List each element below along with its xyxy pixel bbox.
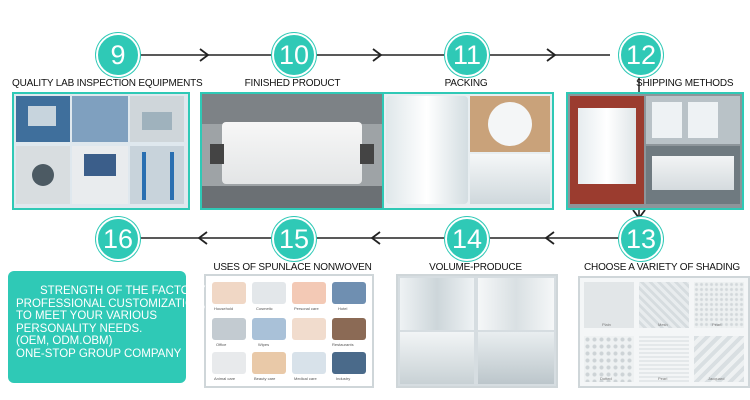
shading-caption-jacquard: Jacquard bbox=[708, 376, 725, 381]
step-circle-9: 9 bbox=[96, 33, 140, 77]
use-tile-wipes bbox=[252, 318, 286, 340]
label-shipping-methods: SHIPPING METHODS bbox=[636, 78, 734, 89]
use-tile-animal-care bbox=[212, 352, 246, 374]
step-circle-13: 13 bbox=[619, 217, 663, 261]
nonwoven-roll bbox=[222, 122, 362, 184]
lab-tester-3 bbox=[130, 146, 184, 204]
shading-tile-dotted bbox=[584, 336, 634, 382]
factory-floor bbox=[202, 186, 384, 208]
arrow-left-icon bbox=[544, 231, 555, 245]
use-tile-personal-care bbox=[292, 282, 326, 304]
label-finished-product: FINISHED PRODUCT bbox=[244, 78, 341, 89]
info-line-4: PERSONALITY NEEDS. bbox=[16, 322, 143, 335]
photo-finished-product bbox=[200, 92, 386, 210]
shading-caption-dotted: Dotted bbox=[600, 376, 612, 381]
warehouse-roll-a bbox=[652, 102, 682, 138]
label-packing: PACKING bbox=[444, 78, 488, 89]
warehouse-roll-b bbox=[688, 102, 718, 138]
shading-caption-pearl: Pearl bbox=[712, 322, 722, 327]
roll-shaft-left bbox=[210, 144, 224, 164]
arrow-right-icon bbox=[199, 48, 210, 62]
use-tile-household bbox=[212, 282, 246, 304]
info-line-5: (OEM, ODM.OBM) bbox=[16, 335, 113, 347]
use-tile-office bbox=[212, 318, 246, 340]
stacked-rolls bbox=[470, 154, 550, 204]
lab-frame-right bbox=[170, 152, 174, 200]
truck-load bbox=[652, 156, 734, 190]
use-caption-office: Office bbox=[216, 342, 227, 347]
factory-background bbox=[202, 94, 384, 124]
warehouse-stock-4 bbox=[478, 332, 554, 384]
shading-tile-jacquard bbox=[694, 336, 744, 382]
use-tile-medical-care bbox=[292, 352, 326, 374]
use-caption-cosmetic: Cosmetic bbox=[256, 306, 273, 311]
photo-packing bbox=[382, 92, 554, 210]
shading-tile-pearl-2 bbox=[639, 336, 689, 382]
step-circle-16: 16 bbox=[96, 217, 140, 261]
use-caption-wipes: Wipes bbox=[258, 342, 270, 347]
shading-tile-plain bbox=[584, 282, 634, 328]
company-info-box: STRENGTH OF THE FACTORY PROFESSIONAL CUS… bbox=[8, 271, 206, 383]
step-circle-12: 12 bbox=[619, 33, 663, 77]
use-caption-beauty-care: Beauty care bbox=[254, 376, 276, 381]
shading-tile-pearl bbox=[694, 282, 744, 328]
arrow-right-icon bbox=[546, 48, 557, 62]
use-caption-household: Household bbox=[214, 306, 234, 311]
arrow-left-icon bbox=[370, 231, 381, 245]
use-tile-industry bbox=[332, 352, 366, 374]
label-volume-produce: VOLUME-PRODUCE bbox=[429, 262, 522, 273]
step-circle-14: 14 bbox=[445, 217, 489, 261]
info-line-1: STRENGTH OF THE FACTORY bbox=[40, 285, 206, 297]
lab-gauge bbox=[32, 164, 54, 186]
use-tile-restaurants bbox=[332, 318, 366, 340]
warehouse-stock-1 bbox=[400, 278, 474, 330]
photo-shipping bbox=[566, 92, 744, 210]
warehouse-stock-2 bbox=[478, 278, 554, 330]
shading-caption-mesh: Mesh bbox=[658, 322, 668, 327]
lab-machine-window bbox=[28, 106, 56, 126]
use-caption-hotel: Hotel bbox=[338, 306, 348, 311]
photo-uses: Household Cosmetic Personal care Hotel O… bbox=[204, 274, 374, 388]
shading-tile-mesh bbox=[639, 282, 689, 328]
lab-machine-panel bbox=[142, 112, 172, 130]
arrow-right-icon bbox=[372, 48, 383, 62]
arrow-left-icon bbox=[197, 231, 208, 245]
use-caption-restaurants: Restaurants bbox=[332, 342, 354, 347]
label-uses: USES OF SPUNLACE NONWOVEN bbox=[213, 262, 372, 273]
step-circle-11: 11 bbox=[445, 33, 489, 77]
use-tile-cosmetic bbox=[252, 282, 286, 304]
use-caption-medical-care: Medical care bbox=[294, 376, 317, 381]
photo-shading: Plain Mesh Pearl Dotted Pearl Jacquard bbox=[578, 276, 750, 388]
use-tile-hotel bbox=[332, 282, 366, 304]
lab-screen bbox=[84, 154, 116, 176]
use-tile-beauty-care bbox=[252, 352, 286, 374]
use-tile-personal bbox=[292, 318, 326, 340]
info-line-2: PROFESSIONAL CUSTOMIZATION, bbox=[16, 297, 206, 310]
warehouse-stock-3 bbox=[400, 332, 474, 384]
roll-end-circle bbox=[488, 102, 532, 146]
photo-lab-equipment bbox=[12, 92, 190, 210]
use-caption-industry: Industry bbox=[336, 376, 351, 381]
shading-caption-plain: Plain bbox=[602, 322, 611, 327]
use-caption-personal-care: Personal care bbox=[294, 306, 319, 311]
shading-caption-pearl-2: Pearl bbox=[658, 376, 668, 381]
use-caption-animal-care: Animal care bbox=[214, 376, 236, 381]
label-quality-lab: QUALITY LAB INSPECTION EQUIPMENTS bbox=[12, 78, 203, 89]
info-line-6: ONE-STOP GROUP COMPANY bbox=[16, 347, 182, 360]
step-circle-10: 10 bbox=[272, 33, 316, 77]
wrapped-roll bbox=[386, 96, 468, 204]
lab-frame-left bbox=[142, 152, 146, 200]
lab-machine-cabinet bbox=[72, 96, 128, 142]
step-circle-15: 15 bbox=[272, 217, 316, 261]
roll-shaft-right bbox=[360, 144, 374, 164]
info-line-3: TO MEET YOUR VARIOUS bbox=[16, 310, 158, 322]
photo-volume-produce bbox=[396, 274, 558, 388]
label-shading: CHOOSE A VARIETY OF SHADING bbox=[584, 262, 740, 273]
container-rolls bbox=[578, 108, 636, 184]
